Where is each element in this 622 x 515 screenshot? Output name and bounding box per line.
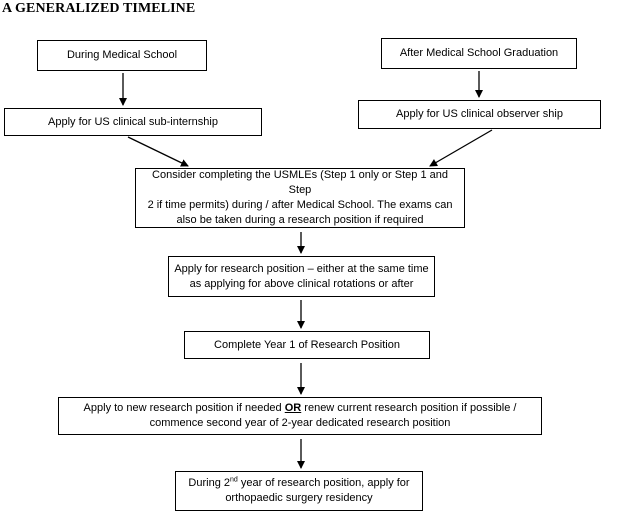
- residency-line-1a: During 2: [188, 477, 230, 489]
- residency-superscript: nd: [229, 476, 238, 484]
- after-graduation-label: After Medical School Graduation: [399, 47, 559, 59]
- during-medical-school-label: During Medical School: [66, 49, 178, 61]
- observership-label: Apply for US clinical observer ship: [396, 108, 563, 120]
- research-apply-text: Apply for research position – either at …: [174, 262, 428, 292]
- usmle-text: Consider completing the USMLEs (Step 1 o…: [140, 168, 460, 228]
- or-emphasis: OR: [284, 402, 302, 414]
- research-apply-box: Apply for research position – either at …: [168, 256, 435, 297]
- new-research-line-2: commence second year of 2-year dedicated…: [149, 417, 451, 429]
- sub-internship-box: Apply for US clinical sub-internship: [4, 108, 262, 136]
- after-graduation-box: After Medical School Graduation: [381, 38, 577, 69]
- residency-box: During 2nd year of research position, ap…: [175, 471, 423, 511]
- new-research-line-1a: Apply to new research position if needed: [83, 402, 285, 414]
- research-apply-line-2: as applying for above clinical rotations…: [189, 277, 414, 290]
- usmle-box: Consider completing the USMLEs (Step 1 o…: [135, 168, 465, 228]
- usmle-line-1: Consider completing the USMLEs (Step 1 o…: [152, 169, 448, 196]
- usmle-line-3: also be taken during a research position…: [176, 214, 424, 226]
- residency-text: During 2nd year of research position, ap…: [188, 476, 409, 506]
- residency-line-2: orthopaedic surgery residency: [225, 492, 373, 504]
- year-1-box: Complete Year 1 of Research Position: [184, 331, 430, 359]
- new-research-box: Apply to new research position if needed…: [58, 397, 542, 435]
- usmle-line-2: 2 if time permits) during / after Medica…: [147, 199, 453, 211]
- during-medical-school-box: During Medical School: [37, 40, 207, 71]
- new-research-line-1b: renew current research position if possi…: [301, 402, 517, 414]
- page-title: A GENERALIZED TIMELINE: [2, 1, 196, 16]
- sub-internship-label: Apply for US clinical sub-internship: [48, 115, 218, 128]
- observership-box: Apply for US clinical observer ship: [358, 100, 601, 129]
- residency-line-1b: year of research position, apply for: [237, 477, 410, 489]
- year-1-label: Complete Year 1 of Research Position: [214, 338, 400, 351]
- arrow-subinternship-to-usmle: [127, 136, 189, 167]
- arrow-observership-to-usmle: [429, 129, 493, 167]
- research-apply-line-1: Apply for research position – either at …: [174, 262, 429, 275]
- new-research-text: Apply to new research position if needed…: [84, 401, 517, 431]
